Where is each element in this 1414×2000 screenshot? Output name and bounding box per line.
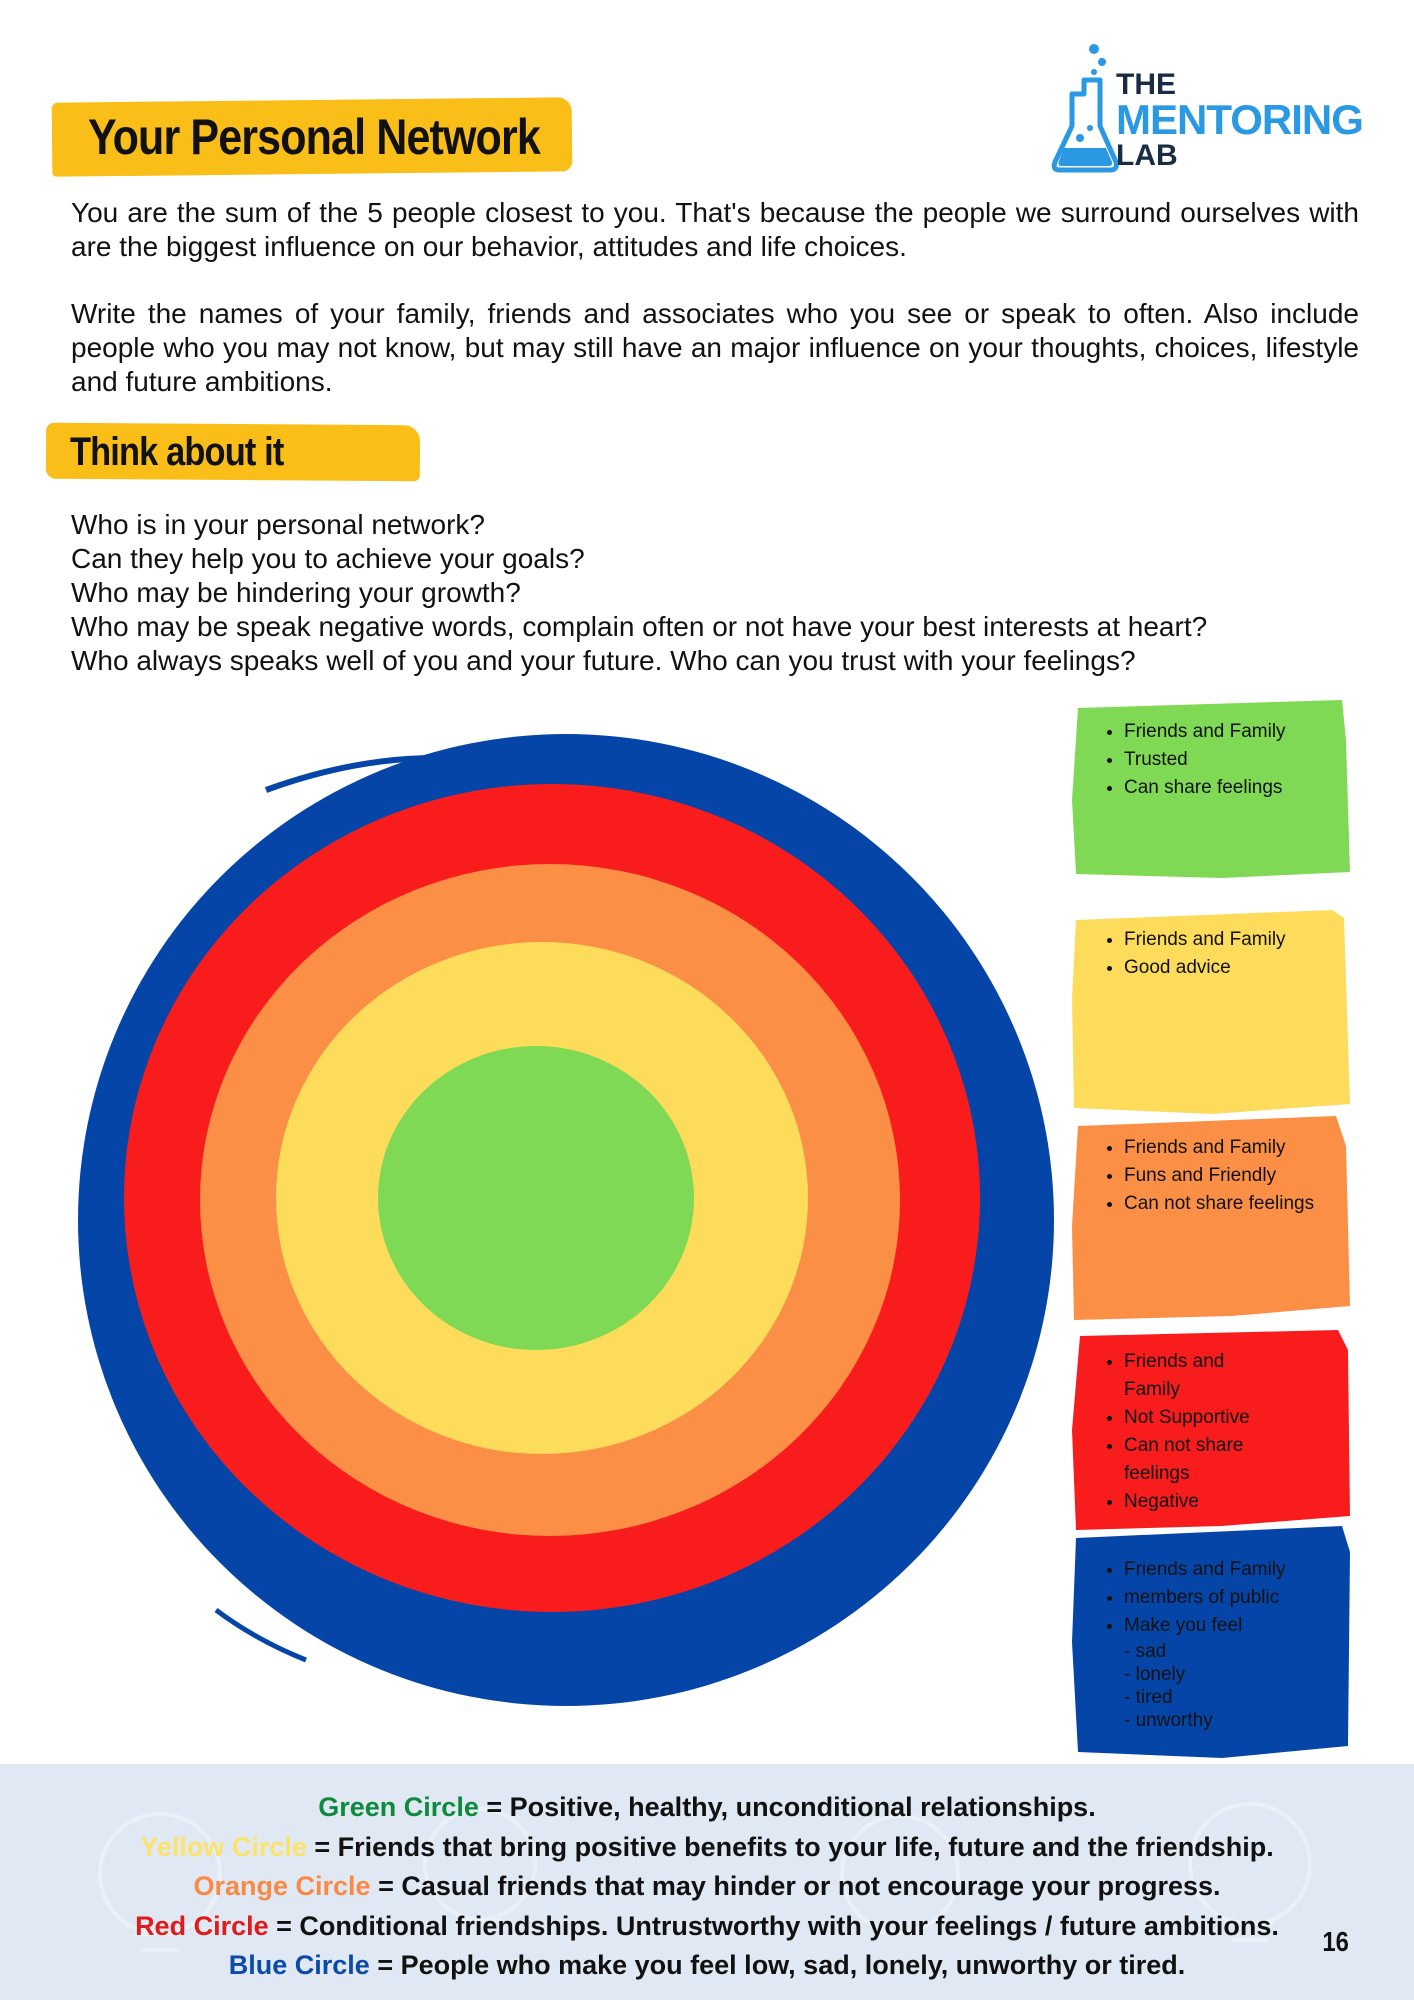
list-item: Friends and Family	[1124, 1556, 1340, 1584]
logo-line-the: THE	[1116, 68, 1176, 101]
legend-label-orange: Orange Circle	[193, 1871, 371, 1901]
legend-row-yellow: Yellow Circle = Friends that bring posit…	[0, 1828, 1414, 1868]
list-item: Make you feel - sad - lonely - tired - u…	[1124, 1612, 1340, 1732]
sub-item: - tired	[1124, 1687, 1173, 1708]
card-orange-list: Friends and Family Funs and Friendly Can…	[1072, 1116, 1350, 1218]
list-item: Friends and Family	[1124, 926, 1340, 954]
card-yellow-list: Friends and Family Good advice	[1072, 908, 1350, 982]
legend-text-blue: = People who make you feel low, sad, lon…	[369, 1950, 1186, 1980]
list-item: Friends and Family	[1124, 1348, 1260, 1404]
card-blue-bg	[1072, 1526, 1350, 1758]
page-number: 16	[1322, 1926, 1349, 1957]
logo-wordmark: THE MENTORING LAB	[1116, 68, 1364, 172]
legend-text-yellow: = Friends that bring positive benefits t…	[306, 1831, 1274, 1862]
list-item: Funs and Friendly	[1124, 1162, 1340, 1190]
card-orange-bg	[1072, 1116, 1350, 1320]
card-orange: Friends and Family Funs and Friendly Can…	[1072, 1116, 1350, 1320]
mentoring-lab-logo: THE MENTORING LAB	[1050, 40, 1370, 175]
legend-label-green: Green Circle	[318, 1792, 479, 1822]
question-list: Who is in your personal network? Can the…	[71, 508, 1371, 678]
list-item: Can share feelings	[1124, 774, 1340, 802]
sub-item: - sad	[1124, 1641, 1167, 1662]
circle-legend: Green Circle = Positive, healthy, uncond…	[0, 1788, 1414, 1986]
blue-brush-stroke	[854, 858, 939, 952]
list-item: Trusted	[1124, 746, 1340, 774]
list-item: Can not share feelings	[1124, 1190, 1340, 1218]
legend-row-orange: Orange Circle = Casual friends that may …	[0, 1867, 1414, 1907]
list-item-label: Make you feel	[1124, 1615, 1243, 1636]
card-yellow: Friends and Family Good advice	[1072, 908, 1350, 1114]
question-item: Who is in your personal network?	[71, 509, 485, 540]
card-green: Friends and Family Trusted Can share fee…	[1072, 700, 1350, 878]
think-heading: Think about it	[70, 430, 284, 474]
card-red-list: Friends and Family Not Supportive Can no…	[1072, 1330, 1350, 1516]
logo-line-mentoring: MENTORING	[1116, 96, 1364, 143]
question-item: Who always speaks well of you and your f…	[71, 645, 1136, 676]
card-yellow-bg	[1072, 910, 1350, 1114]
blue-brush-stroke	[264, 755, 477, 793]
network-circles-diagram	[78, 734, 1054, 1706]
card-red-bg	[1072, 1330, 1350, 1530]
legend-footer: Green Circle = Positive, healthy, uncond…	[0, 1764, 1414, 2000]
card-blue-list: Friends and Family members of public Mak…	[1072, 1522, 1350, 1732]
legend-row-blue: Blue Circle = People who make you feel l…	[0, 1946, 1414, 1986]
question-item: Can they help you to achieve your goals?	[71, 543, 585, 574]
legend-row-red: Red Circle = Conditional friendships. Un…	[0, 1907, 1414, 1947]
flask-icon	[1051, 44, 1119, 173]
sub-item: - lonely	[1124, 1664, 1186, 1685]
legend-text-green: = Positive, healthy, unconditional relat…	[478, 1792, 1096, 1822]
list-item: Good advice	[1124, 954, 1340, 982]
question-item: Who may be speak negative words, complai…	[71, 611, 1208, 642]
green-circle	[378, 1046, 694, 1350]
card-green-list: Friends and Family Trusted Can share fee…	[1072, 700, 1350, 802]
list-item: members of public	[1124, 1584, 1340, 1612]
card-blue: Friends and Family members of public Mak…	[1072, 1522, 1350, 1758]
intro-paragraph-1: You are the sum of the 5 people closest …	[71, 197, 1359, 262]
logo-line-lab: LAB	[1116, 139, 1178, 172]
intro-paragraph-2: Write the names of your family, friends …	[71, 298, 1359, 397]
legend-text-orange: = Casual friends that may hinder or not …	[370, 1871, 1221, 1901]
card-red: Friends and Family Not Supportive Can no…	[1072, 1330, 1350, 1530]
list-item: Can not share feelings	[1124, 1432, 1260, 1488]
blue-brush-stroke	[214, 1607, 307, 1663]
question-item: Who may be hindering your growth?	[71, 577, 521, 608]
legend-label-yellow: Yellow Circle	[140, 1831, 307, 1862]
card-green-bg	[1072, 700, 1350, 878]
list-item: Friends and Family	[1124, 718, 1340, 746]
list-item: Friends and Family	[1124, 1134, 1340, 1162]
list-item: Negative	[1124, 1488, 1260, 1516]
page-title: Your Personal Network	[88, 109, 541, 165]
legend-row-green: Green Circle = Positive, healthy, uncond…	[0, 1788, 1414, 1828]
list-item: Not Supportive	[1124, 1404, 1260, 1432]
legend-text-red: = Conditional friendships. Untrustworthy…	[268, 1910, 1279, 1941]
sub-item: - unworthy	[1124, 1710, 1213, 1731]
legend-label-blue: Blue Circle	[228, 1950, 370, 1980]
legend-label-red: Red Circle	[135, 1910, 269, 1941]
lightbulb-pattern-icon	[98, 1802, 1312, 1952]
